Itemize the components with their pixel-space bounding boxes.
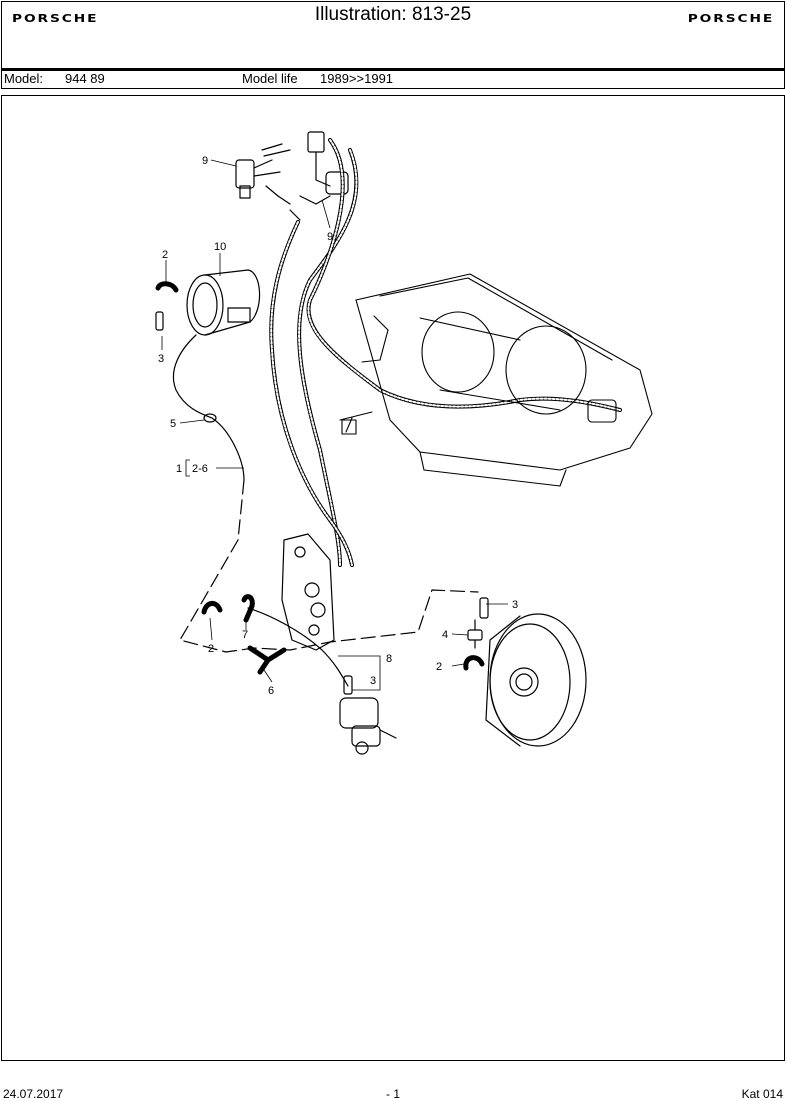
model-life-label: Model life xyxy=(242,71,298,86)
callout-3-right: 3 xyxy=(512,599,518,611)
connector-hose xyxy=(265,185,301,221)
hose-piece-3[interactable] xyxy=(155,311,164,331)
callout-2-upper: 2 xyxy=(162,249,168,261)
vacuum-line-lower xyxy=(247,607,349,687)
footer-page-number: - 1 xyxy=(386,1087,401,1101)
callout-2-lower: 2 xyxy=(208,643,214,655)
illustration-title: Illustration: 813-25 xyxy=(314,4,472,25)
callout-1: 1 xyxy=(176,463,182,475)
braided-vacuum-hose-a xyxy=(297,148,359,567)
check-valve-4[interactable] xyxy=(467,619,483,649)
callout-2-6: 2-6 xyxy=(192,463,208,475)
callout-7: 7 xyxy=(242,629,248,641)
vacuum-line-1 xyxy=(172,334,245,481)
hose-piece-3-right[interactable] xyxy=(479,597,489,619)
elbow-hose-7[interactable] xyxy=(241,594,255,623)
model-info-bar: Model: 944 89 Model life 1989>>1991 xyxy=(1,68,785,89)
footer-catalog: Kat 014 xyxy=(741,1087,783,1101)
model-life-value: 1989>>1991 xyxy=(320,71,394,86)
diagram-frame xyxy=(1,95,785,1061)
callout-6: 6 xyxy=(268,685,274,697)
callout-8: 8 xyxy=(386,653,392,665)
callout-labels: 9 9 10 2 3 5 1 2-6 2 7 6 8 3 3 4 2 xyxy=(158,155,518,697)
vacuum-reservoir-canister[interactable] xyxy=(186,269,261,336)
solenoid-valve-right[interactable] xyxy=(299,131,349,205)
vacuum-control-valve[interactable] xyxy=(339,697,397,755)
model-label: Model: xyxy=(4,71,44,86)
callout-9-left: 9 xyxy=(202,155,208,167)
callout-5: 5 xyxy=(170,418,176,430)
vacuum-line-dashed xyxy=(179,479,479,653)
solenoid-valve-left[interactable] xyxy=(235,143,291,199)
tee-piece-6[interactable] xyxy=(247,645,287,675)
check-valve-5[interactable] xyxy=(203,413,217,423)
elbow-hose-2[interactable] xyxy=(155,281,179,293)
callout-10: 10 xyxy=(214,241,226,253)
elbow-hose-2-right[interactable] xyxy=(463,655,485,671)
hose-piece-3-lower[interactable] xyxy=(343,675,353,695)
braided-hose-to-engine xyxy=(306,138,622,412)
brake-booster[interactable] xyxy=(485,613,587,747)
brand-logo-left: PORSCHE xyxy=(12,12,99,25)
engine-assembly xyxy=(339,273,653,487)
braided-vacuum-hose-b xyxy=(269,220,354,567)
callout-4: 4 xyxy=(442,629,448,641)
elbow-hose-2-lower[interactable] xyxy=(201,601,223,615)
callout-3-lower: 3 xyxy=(370,675,376,687)
model-value: 944 89 xyxy=(65,71,105,86)
callout-2-right: 2 xyxy=(436,661,442,673)
mounting-bracket[interactable] xyxy=(281,533,335,651)
brand-logo-right: PORSCHE xyxy=(687,12,774,25)
callout-3-upper: 3 xyxy=(158,353,164,365)
leader-lines xyxy=(161,159,508,691)
footer-date: 24.07.2017 xyxy=(3,1087,64,1101)
callout-9-right: 9 xyxy=(327,231,333,243)
